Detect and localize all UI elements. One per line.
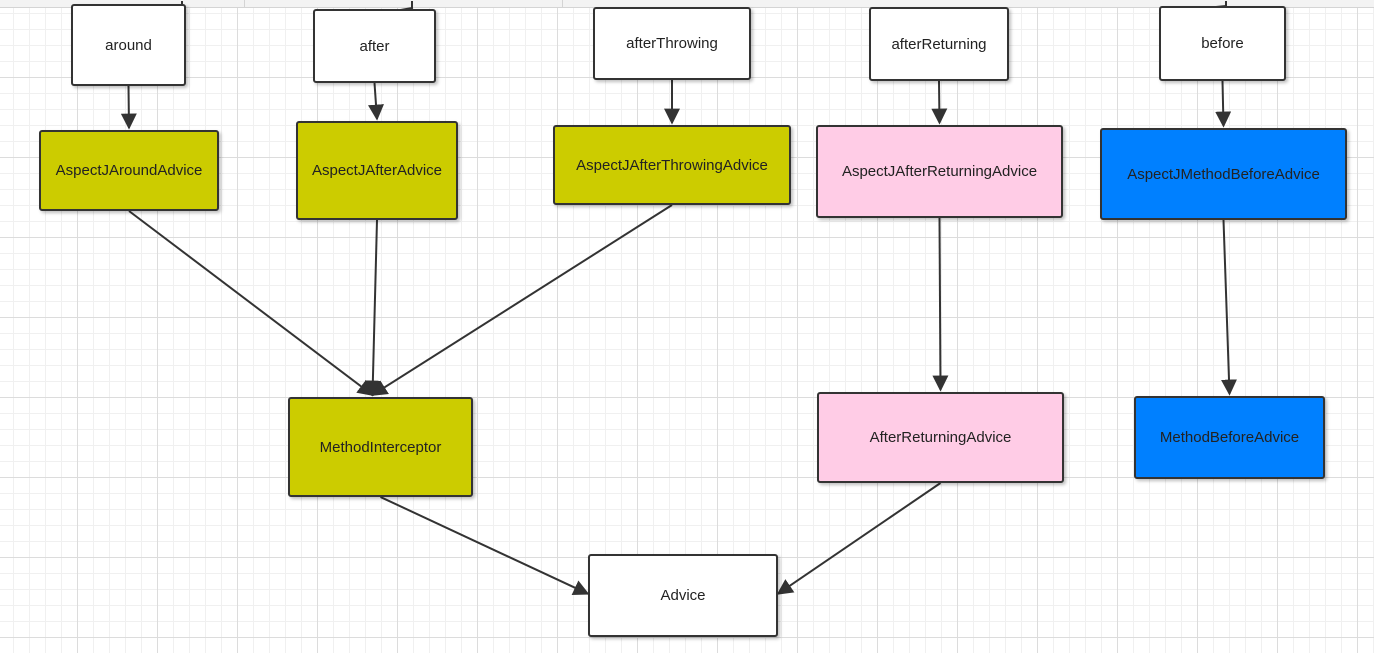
edge-methodInterceptor-to-advice[interactable] xyxy=(380,496,590,595)
edge-aspectJAfterAdvice-to-methodInterceptor[interactable] xyxy=(364,219,381,397)
node-after-returning[interactable]: afterReturning xyxy=(869,7,1009,81)
edge-aspectJAroundAdvice-to-methodInterceptor[interactable] xyxy=(128,210,374,396)
node-label: after xyxy=(359,37,390,55)
node-label: AfterReturningAdvice xyxy=(869,429,1012,446)
node-label: afterThrowing xyxy=(626,35,718,52)
node-label: AspectJAfterReturningAdvice xyxy=(841,163,1038,180)
edge-afterReturning-to-aspectJAfterReturningAdvice[interactable] xyxy=(931,80,948,125)
node-aspectj-after-returning-advice[interactable]: AspectJAfterReturningAdvice xyxy=(816,125,1063,218)
edge-aspectJMethodBeforeAdvice-to-methodBeforeAdvice[interactable] xyxy=(1221,219,1237,396)
edge-afterReturningAdvice-to-advice[interactable] xyxy=(776,482,942,595)
edge-around-to-aspectJAroundAdvice[interactable] xyxy=(120,85,137,130)
node-label: before xyxy=(1201,35,1244,52)
node-method-interceptor[interactable]: MethodInterceptor xyxy=(288,397,473,497)
node-after[interactable]: after xyxy=(313,9,436,83)
node-after-throwing[interactable]: afterThrowing xyxy=(593,7,751,80)
node-around[interactable]: around xyxy=(71,4,186,86)
node-before[interactable]: before xyxy=(1159,6,1286,81)
node-label: MethodInterceptor xyxy=(319,438,442,456)
node-aspectj-after-advice[interactable]: AspectJAfterAdvice xyxy=(296,121,458,220)
node-advice[interactable]: Advice xyxy=(588,554,778,637)
node-label: AspectJAroundAdvice xyxy=(55,162,203,179)
node-label: AspectJAfterThrowingAdvice xyxy=(576,156,768,174)
node-label: AspectJMethodBeforeAdvice xyxy=(1127,165,1320,183)
node-label: AspectJAfterAdvice xyxy=(311,162,443,179)
ruler-divider xyxy=(562,0,563,7)
node-aspectj-around-advice[interactable]: AspectJAroundAdvice xyxy=(39,130,219,211)
ruler-divider xyxy=(244,0,245,7)
node-label: Advice xyxy=(660,587,706,604)
edge-aspectJAfterReturningAdvice-to-afterReturningAdvice[interactable] xyxy=(932,217,949,392)
node-label: around xyxy=(105,36,152,54)
node-aspectj-method-before-advice[interactable]: AspectJMethodBeforeAdvice xyxy=(1100,128,1347,220)
node-aspectj-after-throwing-advice[interactable]: AspectJAfterThrowingAdvice xyxy=(553,125,791,205)
node-label: MethodBeforeAdvice xyxy=(1159,429,1300,446)
node-method-before-advice[interactable]: MethodBeforeAdvice xyxy=(1134,396,1325,479)
edge-aspectJAfterThrowingAdvice-to-methodInterceptor[interactable] xyxy=(371,204,673,396)
node-label: afterReturning xyxy=(891,35,987,53)
edge-before-to-aspectJMethodBeforeAdvice[interactable] xyxy=(1215,80,1232,128)
edge-after-to-aspectJAfterAdvice[interactable] xyxy=(368,82,384,121)
node-after-returning-advice[interactable]: AfterReturningAdvice xyxy=(817,392,1064,483)
